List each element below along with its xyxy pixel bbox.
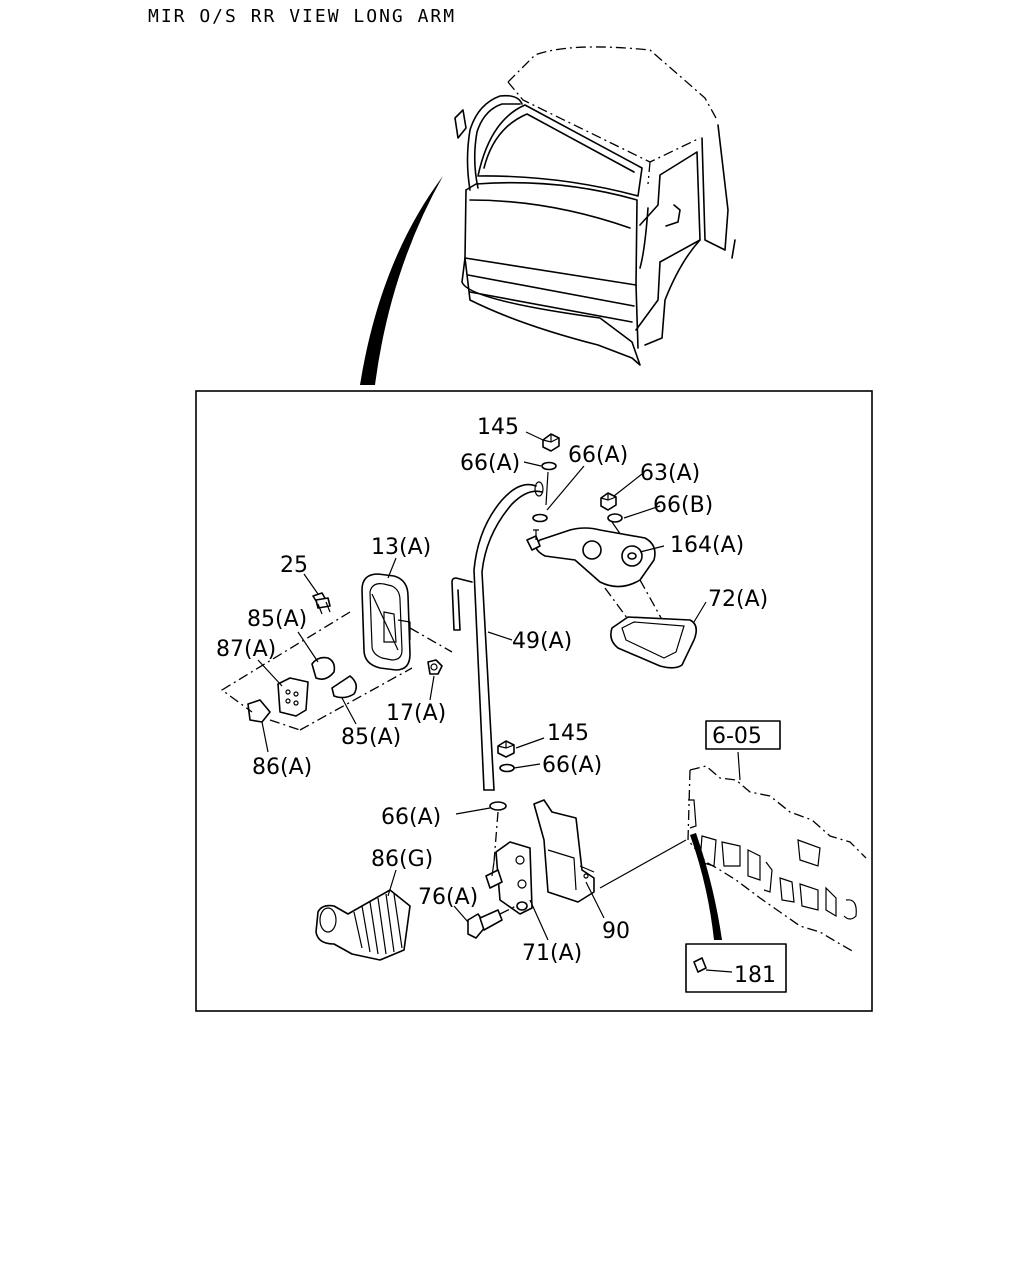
callout-85a-2: 85(A) <box>341 725 401 750</box>
detail-frame <box>195 390 873 1012</box>
gasket-72a <box>604 579 698 669</box>
truck-cab-overview <box>360 46 736 385</box>
callout-66a-1: 66(A) <box>460 451 520 476</box>
callout-13a: 13(A) <box>371 535 431 560</box>
page-title: MIR O/S RR VIEW LONG ARM <box>148 6 457 27</box>
bracket-164a <box>526 527 656 588</box>
leader-lines <box>257 431 733 973</box>
bolt-76a <box>467 905 517 939</box>
callout-145-top: 145 <box>477 415 519 440</box>
callout-85a-1: 85(A) <box>247 607 307 632</box>
callout-86g: 86(G) <box>371 847 433 872</box>
callout-72a: 72(A) <box>708 587 768 612</box>
callout-66a-4: 66(A) <box>381 805 441 830</box>
base-71a <box>485 841 533 915</box>
callout-76a: 76(A) <box>418 885 478 910</box>
callout-17a: 17(A) <box>386 701 446 726</box>
callout-86a: 86(A) <box>252 755 312 780</box>
callout-87a: 87(A) <box>216 637 276 662</box>
callout-145-mid: 145 <box>547 721 589 746</box>
callout-63a: 63(A) <box>640 461 700 486</box>
callout-90: 90 <box>602 919 630 944</box>
boot-86g <box>315 889 411 961</box>
mirror-arm-49a <box>473 481 544 791</box>
callout-71a: 71(A) <box>522 941 582 966</box>
callout-66b: 66(B) <box>653 493 713 518</box>
bracket-90 <box>533 799 687 903</box>
callout-66a-2: 66(A) <box>568 443 628 468</box>
mirror-mount-parts <box>220 592 443 731</box>
callout-66a-3: 66(A) <box>542 753 602 778</box>
inset-181 <box>685 943 787 993</box>
mirror-head-13a <box>361 573 473 671</box>
callout-164a: 164(A) <box>670 533 744 558</box>
callout-49a: 49(A) <box>512 629 572 654</box>
lower-hardware <box>489 740 515 863</box>
callout-181: 181 <box>734 963 776 988</box>
callout-25: 25 <box>280 553 308 578</box>
chassis-section <box>687 720 867 953</box>
callout-6-05: 6-05 <box>712 724 762 749</box>
